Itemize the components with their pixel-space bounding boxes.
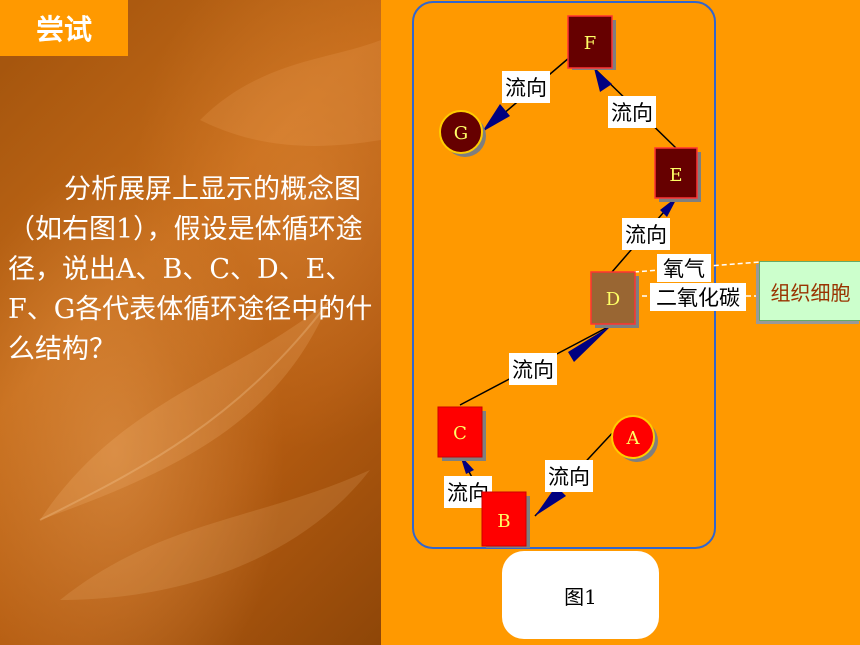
edge-label-e-f: 流向 xyxy=(608,96,656,128)
slide-title: 尝试 xyxy=(35,13,92,46)
svg-text:B: B xyxy=(497,511,510,532)
tissue-cells-box: 组织细胞 xyxy=(759,261,860,321)
title-box: 尝试 xyxy=(0,0,128,56)
oxygen-line xyxy=(633,261,761,273)
oxygen-label: 氧气 xyxy=(657,254,711,282)
figure-caption-box: 图1 xyxy=(502,551,659,639)
question-text: 分析展屏上显示的概念图（如右图1），假设是体循环途径，说出A、B、C、D、E、F… xyxy=(8,174,373,365)
svg-text:二氧化碳: 二氧化碳 xyxy=(656,286,740,310)
svg-text:氧气: 氧气 xyxy=(663,257,705,281)
node-a: A xyxy=(611,415,658,462)
svg-text:C: C xyxy=(453,423,467,444)
svg-text:G: G xyxy=(454,123,468,144)
node-d: D xyxy=(590,271,639,328)
node-b: B xyxy=(481,491,530,548)
node-f: F xyxy=(567,15,616,70)
svg-text:流向: 流向 xyxy=(548,465,590,489)
diagram-frame xyxy=(412,1,716,549)
node-c: C xyxy=(437,406,486,461)
edge-label-a-b: 流向 xyxy=(545,460,593,492)
svg-text:流向: 流向 xyxy=(512,358,554,382)
svg-text:流向: 流向 xyxy=(611,101,653,125)
svg-text:流向: 流向 xyxy=(625,223,667,247)
node-g: G xyxy=(439,110,486,157)
figure-caption: 图1 xyxy=(564,584,597,609)
edge-label-d-e: 流向 xyxy=(622,218,670,250)
svg-text:F: F xyxy=(584,33,597,54)
co2-label: 二氧化碳 xyxy=(650,283,746,311)
tissue-cells-label: 组织细胞 xyxy=(770,280,851,305)
svg-text:流向: 流向 xyxy=(505,76,547,100)
svg-text:E: E xyxy=(669,165,682,186)
leaf-decoration xyxy=(39,40,381,600)
edge-label-f-g: 流向 xyxy=(502,71,550,103)
svg-text:D: D xyxy=(606,289,620,310)
node-e: E xyxy=(654,147,701,202)
edge-label-b-c: 流向 xyxy=(444,476,492,508)
edge-label-c-d: 流向 xyxy=(509,353,557,385)
svg-text:A: A xyxy=(626,428,641,449)
left-panel: 尝试 分析展屏上显示的概念图（如右图1），假设是体循环途径，说出A、B、C、D、… xyxy=(0,0,381,645)
